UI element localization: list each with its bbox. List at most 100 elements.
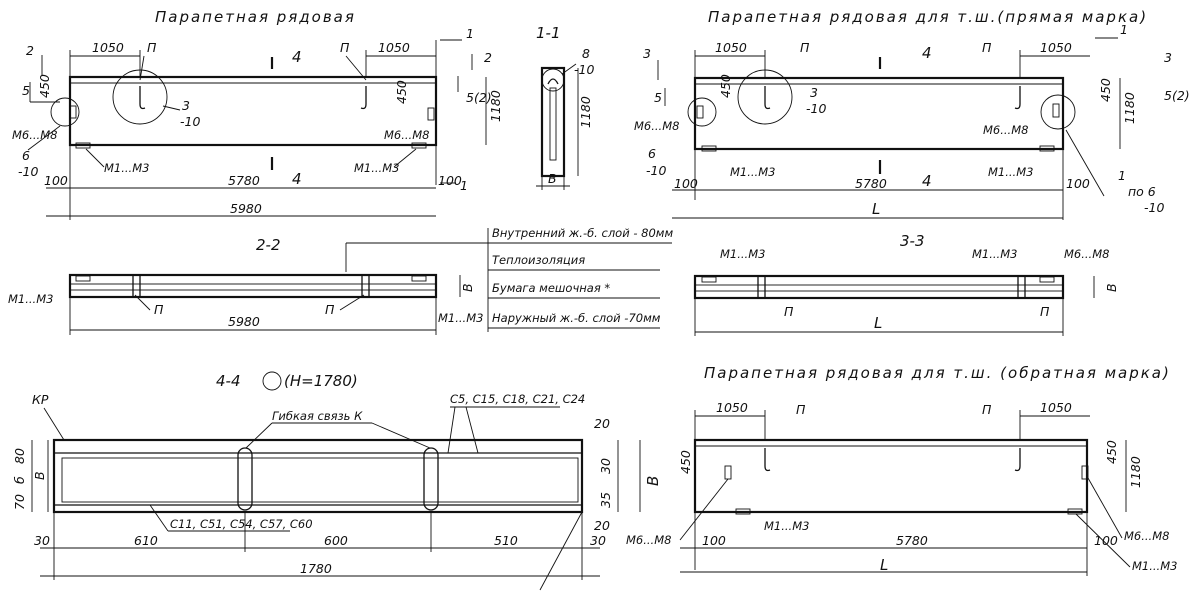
loop-right: [1014, 86, 1021, 110]
ts-direct-dim-450-r: 450: [1098, 78, 1113, 102]
section-1-1-outline: [540, 66, 566, 178]
section-3-3-thickness: В: [1104, 283, 1119, 292]
cut-4-top: 4: [292, 48, 302, 66]
node-6-label: 6: [22, 148, 30, 163]
ts-direct-node-6: 6: [648, 146, 656, 161]
section-3-3-loop-l: П: [784, 304, 794, 319]
node-8-sheet: -10: [574, 62, 594, 77]
leader: [139, 55, 145, 81]
section-4-4-title: 4-4: [216, 372, 241, 390]
ts-reverse-dim-100-r: 100: [1094, 533, 1118, 548]
loop-left: [764, 86, 771, 110]
section-2-2: 2-2 М1...М3 М1...М3 П П 5980 В: [8, 236, 483, 335]
layer-outer: Наружный ж.-б. слой -70мм: [492, 311, 661, 325]
cut-1-bottom: 1: [460, 178, 468, 193]
embed-bottom: [75, 142, 91, 149]
leader: [539, 511, 583, 591]
section-3-3-insulation: [694, 284, 1064, 292]
leader: [679, 478, 729, 541]
ts-direct-dim-100-r: 100: [1066, 176, 1090, 191]
ts-direct-m6m8-right: М6...М8: [983, 123, 1028, 137]
section-2-2-m1m3-l: М1...М3: [8, 292, 53, 306]
section-4-4-dim-30-l: 30: [34, 533, 50, 548]
section-2-2-title: 2-2: [256, 236, 281, 254]
view-ts-reverse: Парапетная рядовая для т.ш. (обратная ма…: [626, 364, 1177, 576]
ts-direct-dim-L: L: [872, 200, 880, 218]
ts-direct-cut-5: 5: [654, 90, 662, 105]
ts-direct-cut-3-left: 3: [643, 46, 651, 61]
section-4-4-dim-610: 610: [134, 533, 158, 548]
ts-direct-cut-4: 4: [922, 44, 932, 62]
ts-reverse-dim-5780: 5780: [896, 533, 928, 548]
ts-direct-dim-1050-left: 1050: [715, 40, 747, 55]
flex-link-right: [423, 447, 439, 511]
view-main-title: Парапетная рядовая: [155, 8, 356, 26]
ts-direct-m1m3-left: М1...М3: [730, 165, 775, 179]
ts-reverse-dim-100-l: 100: [702, 533, 726, 548]
dim-1180: 1180: [488, 90, 503, 122]
cut-5-left: 5: [22, 83, 30, 98]
section-4-4-dim-B: В: [32, 471, 47, 480]
embed-bottom: [411, 275, 427, 282]
section-3-3-outline: [693, 274, 1065, 300]
layer-insulation: Теплоизоляция: [492, 253, 585, 267]
ts-direct-m1m3-right: М1...М3: [988, 165, 1033, 179]
cut-5-2-right: 5(2): [466, 90, 492, 105]
flex-link-label: Гибкая связь К: [272, 409, 363, 423]
section-4-4-dim-30-r: 30: [590, 533, 606, 548]
ts-reverse-m1m3-l: М1...М3: [764, 519, 809, 533]
ts-direct-cut-3-right: 3: [1164, 50, 1172, 65]
section-4-4-outline: [52, 438, 584, 514]
ts-reverse-m6m8-r: М6...М8: [1124, 529, 1169, 543]
embed-part: [724, 465, 732, 480]
embed-part: [1081, 465, 1089, 480]
leader: [447, 406, 456, 454]
section-2-2-dim-5980: 5980: [228, 314, 260, 329]
ts-reverse-loop-l: П: [796, 402, 806, 417]
cut-4-bottom: 4: [292, 170, 302, 188]
ts-reverse-dim-1180: 1180: [1128, 456, 1143, 488]
embed-part: [69, 105, 77, 119]
section-4-4-note: (Н=1780): [284, 372, 358, 390]
m6m8-label-left: М6...М8: [12, 128, 57, 142]
node-3-circle: [112, 69, 168, 125]
dim-5980: 5980: [230, 201, 262, 216]
layer-paper: Бумага мешочная *: [492, 281, 610, 295]
view-main-parapet: Парапетная рядовая 1050 1050 П П 3 -10 4…: [12, 8, 503, 220]
embed-bottom: [1039, 276, 1055, 283]
section-4-4-dim-80: 80: [12, 448, 27, 464]
loop-label-left: П: [147, 40, 157, 55]
section-1-1-thickness: В: [548, 171, 557, 186]
ts-direct-m6m8-left: М6...М8: [634, 119, 679, 133]
section-3-3-loop-r: П: [1040, 304, 1050, 319]
ts-direct-dim-450: 450: [718, 74, 733, 98]
node-8-circle: [541, 68, 565, 92]
m1m3-label-left: М1...М3: [104, 161, 149, 175]
loop-right: [360, 86, 367, 110]
section-3-3-title: 3-3: [900, 232, 925, 250]
loop-label-right: П: [340, 40, 350, 55]
ts-reverse-dim-450-r: 450: [1104, 440, 1119, 464]
dim-450-right: 450: [394, 80, 409, 104]
node-1-circle: [1040, 94, 1076, 130]
ts-reverse-outline: [693, 438, 1089, 514]
ts-reverse-dim-450-l: 450: [678, 450, 693, 474]
node-8-label: 8: [582, 46, 590, 61]
ts-direct-node-1-suffix: по 6: [1128, 184, 1156, 199]
ts-reverse-m1m3-r: М1...М3: [1132, 559, 1177, 573]
leader: [43, 407, 65, 441]
embed-bottom: [735, 508, 751, 515]
section-4-4-dim-600: 600: [324, 533, 348, 548]
embed-bottom: [1067, 508, 1083, 515]
section-1-1-dim-1180: 1180: [578, 96, 593, 128]
embed-bottom: [701, 145, 717, 152]
ts-direct-node-3: 3: [810, 85, 818, 100]
ts-direct-node-1: 1: [1118, 168, 1126, 183]
ts-direct-node-6-sheet: -10: [646, 163, 666, 178]
section-2-2-loop-l: П: [154, 302, 164, 317]
section-3-3-m1m3-b: М1...М3: [972, 247, 1017, 261]
dim-100-right: 100: [438, 173, 462, 188]
flex-link-left: [237, 447, 253, 511]
section-1-1: 1-1 8 -10 1180 В: [536, 24, 594, 190]
section-4-4-dim-30: 30: [598, 458, 613, 474]
